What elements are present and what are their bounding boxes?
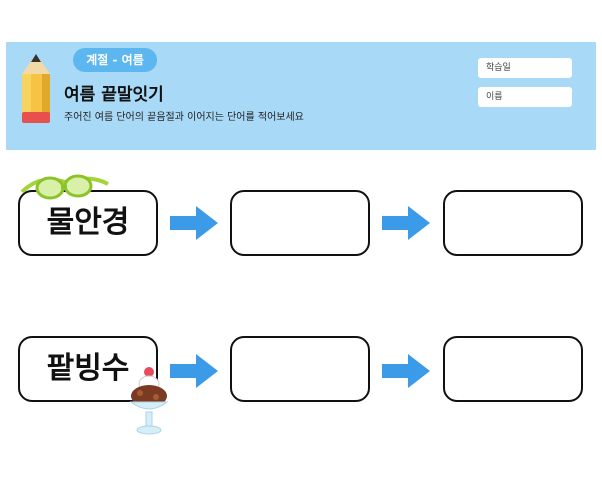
answer-box-1b[interactable]	[443, 190, 583, 256]
start-word-1: 물안경	[46, 205, 130, 240]
arrow-right-icon	[170, 206, 218, 240]
pencil-icon	[22, 54, 50, 123]
instructions: 주어진 여름 단어의 끝음절과 이어지는 단어를 적어보세요	[64, 112, 304, 123]
sundae-icon	[129, 367, 169, 435]
date-field[interactable]: 학습일	[478, 58, 572, 78]
arrow-right-icon	[382, 206, 430, 240]
page-title: 여름 끝말잇기	[64, 85, 164, 105]
name-field[interactable]: 이름	[478, 87, 572, 107]
arrow-right-icon	[170, 354, 218, 388]
answer-box-1a[interactable]	[230, 190, 370, 256]
start-word-box-2: 팥빙수	[18, 336, 158, 402]
season-badge: 계절 - 여름	[73, 48, 157, 72]
goggles-icon	[20, 174, 109, 200]
start-word-2: 팥빙수	[46, 351, 130, 386]
arrow-right-icon	[382, 354, 430, 388]
header-wave	[6, 138, 596, 150]
answer-box-2b[interactable]	[443, 336, 583, 402]
answer-box-2a[interactable]	[230, 336, 370, 402]
